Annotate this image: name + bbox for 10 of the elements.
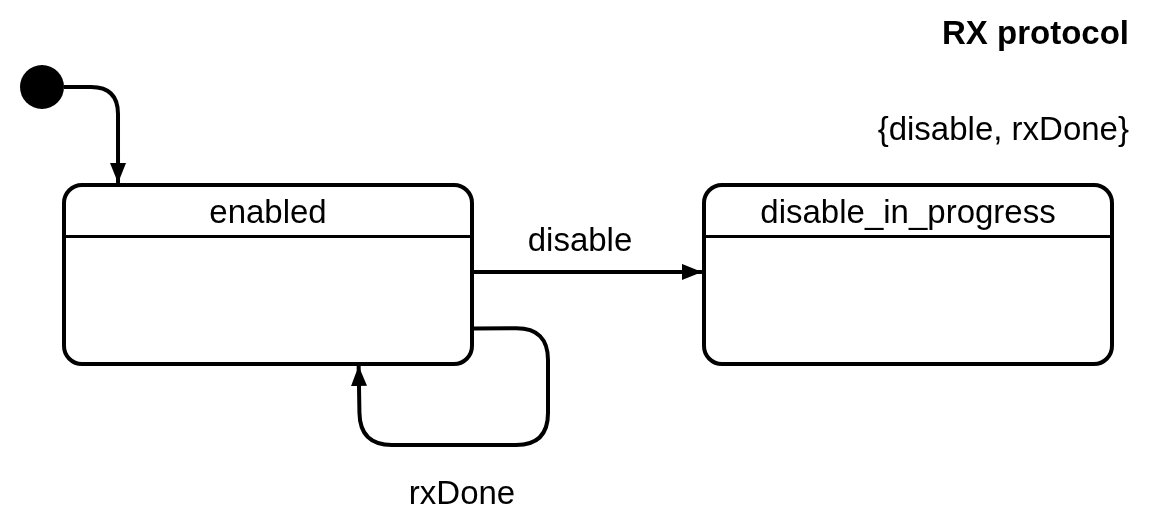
- transition-arrow: [474, 263, 702, 280]
- state-box: [702, 183, 1114, 366]
- state-box: [62, 183, 474, 366]
- transition-arrow: [351, 326, 550, 447]
- diagram-title: RX protocol: [942, 14, 1129, 52]
- initial-state-dot: [20, 65, 64, 109]
- state-name: disable_in_progress: [760, 193, 1056, 231]
- state-name: enabled: [209, 193, 327, 231]
- transition-arrow: [64, 85, 127, 183]
- event-set-label: {disable, rxDone}: [877, 110, 1129, 148]
